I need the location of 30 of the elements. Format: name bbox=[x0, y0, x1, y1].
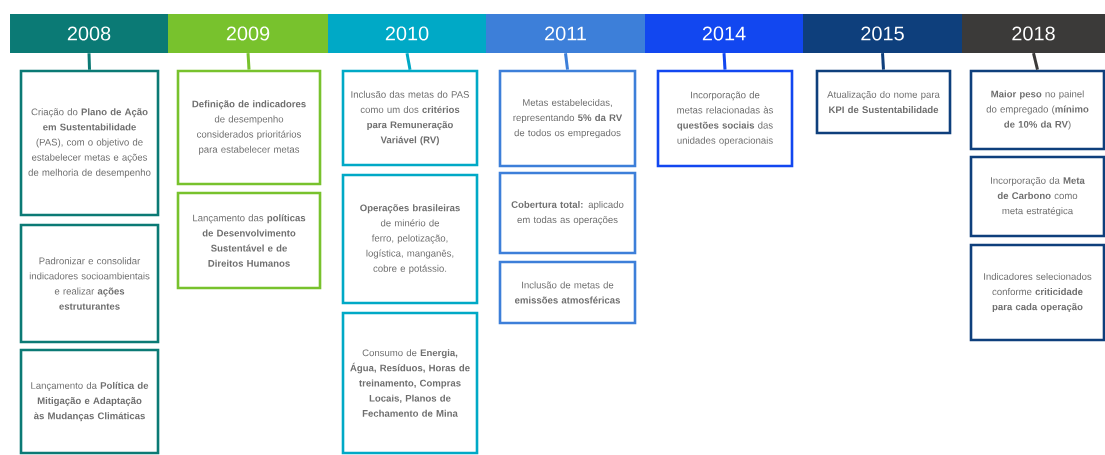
timeline-box: Lançamento da Política de Mitigação e Adaptação às Mudanças Climáticas bbox=[19, 348, 160, 455]
year-band: 2008 bbox=[10, 14, 168, 53]
timeline-box: Padronizar e consolidar indicadores socioambientais e realizar ações estruturantes bbox=[19, 223, 160, 344]
timeline-box: Operações brasileiras de minério de ferro, pelotização, logística, manganês, cobre e potássio. bbox=[341, 173, 479, 305]
year-band: 2010 bbox=[328, 14, 486, 53]
timeline-box: Indicadores selecionados conforme criticidade para cada operação bbox=[969, 243, 1105, 342]
timeline-box: Incorporação da Meta de Carbono como meta estratégica bbox=[969, 155, 1105, 238]
year-band: 2014 bbox=[645, 14, 803, 53]
connector-line bbox=[87, 53, 91, 70]
year-band: 2015 bbox=[803, 14, 962, 53]
timeline-box: Consumo de Energia, Água, Resíduos, Horas de treinamento, Compras Locais, Planos de Fechamento de Mina bbox=[341, 311, 479, 455]
timeline-box: Definição de indicadores de desempenho considerados prioritários para estabelecer metas bbox=[176, 69, 322, 186]
year-band: 2009 bbox=[168, 14, 328, 53]
connector-line bbox=[881, 53, 885, 70]
year-band: 2018 bbox=[962, 14, 1105, 53]
timeline-box: Cobertura total: aplicado em todas as operações bbox=[498, 171, 637, 255]
connector-line bbox=[564, 53, 569, 70]
timeline-box: Inclusão de metas de emissões atmosféricas bbox=[498, 260, 637, 325]
timeline-box: Maior peso no painel do empregado (mínimo de 10% da RV) bbox=[969, 69, 1105, 151]
timeline-box: Incorporação de metas relacionadas às questões sociais das unidades operacionais bbox=[656, 69, 794, 168]
timeline-box: Atualização do nome para KPI de Sustentabilidade bbox=[815, 69, 952, 135]
connector-line bbox=[1032, 52, 1039, 71]
timeline-box: Criação do Plano de Ação em Sustentabilidade (PAS), com o objetivo de estabelecer metas e ações de melhoria de desempenho bbox=[19, 69, 160, 217]
year-band: 2011 bbox=[486, 14, 645, 53]
timeline-box: Lançamento das políticas de Desenvolvimento Sustentável e de Direitos Humanos bbox=[176, 191, 322, 290]
connector-line bbox=[246, 53, 251, 70]
timeline-box: Metas estabelecidas, representando 5% da RV de todos os empregados bbox=[498, 69, 637, 168]
timeline-box: Inclusão das metas do PAS como um dos critérios para Remuneração Variável (RV) bbox=[341, 69, 479, 167]
connector-line bbox=[722, 53, 727, 70]
connector-line bbox=[405, 52, 412, 70]
